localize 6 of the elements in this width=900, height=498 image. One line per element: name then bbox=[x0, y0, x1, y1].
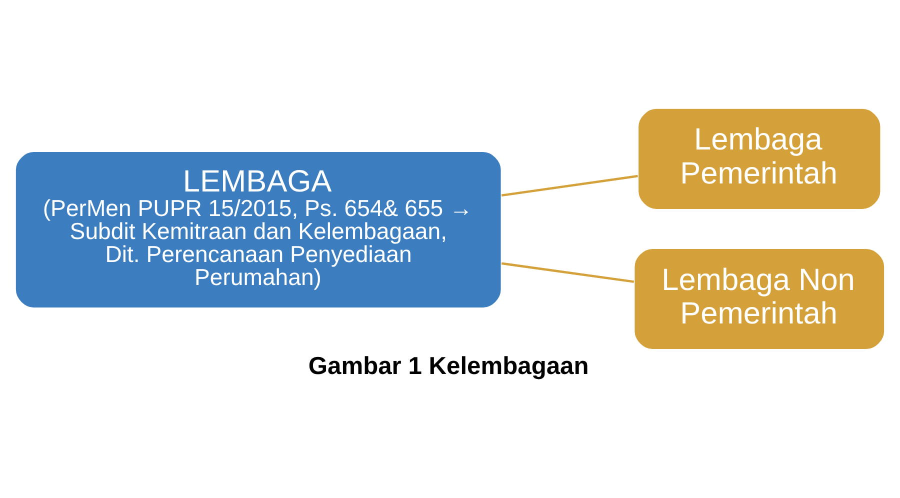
caption: Gambar 1 Kelembagaan bbox=[308, 353, 589, 380]
node-box: Lembaga Pemerintah bbox=[637, 107, 882, 211]
node-box: LEMBAGA (PerMen PUPR 15/2015, Ps. 654& 655 → Subdit Kemitraan dan Kelembagaan, Dit. Perencanaan Penyediaan Perumahan) bbox=[14, 150, 502, 310]
connector bbox=[501, 174, 638, 197]
connector bbox=[501, 262, 634, 283]
node-box: Lembaga Non Pemerintah bbox=[633, 247, 886, 351]
